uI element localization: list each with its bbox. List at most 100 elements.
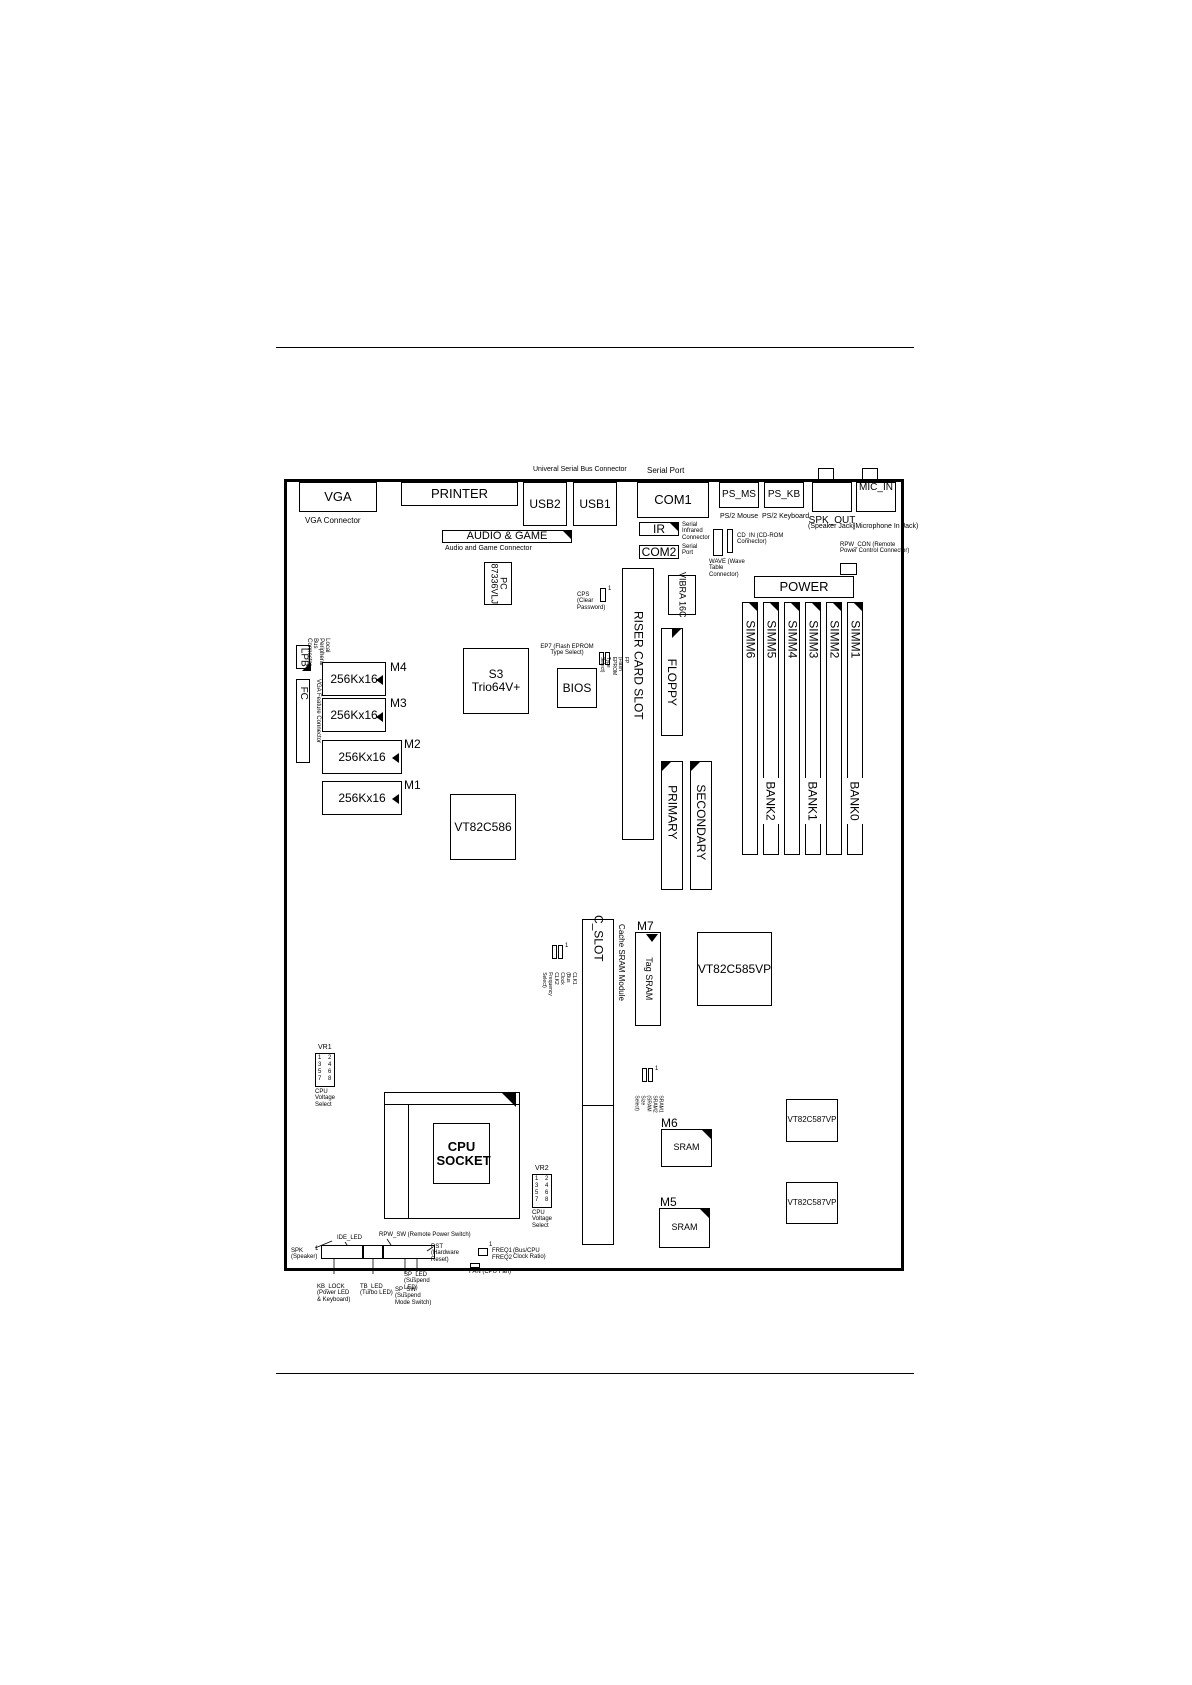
simm2-slot: SIMM2	[826, 602, 842, 855]
kb-lock-label: KB_LOCK (Power LED & Keyboard)	[317, 1284, 351, 1303]
lpb-connector: LPB	[296, 645, 310, 669]
audio-game-label: AUDIO & GAME	[466, 529, 548, 542]
microphone-jack-caption: (Microphone In Jack)	[853, 523, 919, 530]
simm1-marker	[854, 603, 863, 612]
m7-pin1-marker	[646, 934, 658, 942]
clk1-jumper	[552, 945, 557, 959]
front-panel-header-mid	[363, 1245, 383, 1259]
c-slot: C_SLOT	[582, 915, 614, 1245]
memory-chip-m2-label: 256Kx16	[338, 749, 386, 764]
vr2-pin-6: 6	[545, 1190, 549, 1196]
serial-port-label: Serial Port	[647, 466, 685, 475]
clk-pin1: 1	[565, 943, 569, 949]
front-panel-header-right	[383, 1245, 435, 1259]
c-slot-divider	[582, 1105, 614, 1107]
m4-pin1-marker	[376, 675, 383, 685]
secondary-ide-connector: SECONDARY	[690, 761, 712, 890]
primary-ide-connector: PRIMARY	[661, 761, 683, 890]
ir-connector: IR	[639, 522, 679, 536]
vibra-16c-chip: VIBRA 16C	[668, 572, 696, 618]
rpw-sw-label: RPW_SW (Remote Power Switch)	[379, 1232, 471, 1238]
simm6-marker	[749, 603, 758, 612]
vr1-pin-6: 6	[328, 1069, 332, 1075]
freq-caption: (Bus/CPU Clock Ratio)	[513, 1248, 546, 1261]
spk-out-label: SPK_OUT	[808, 514, 856, 526]
vt82c585vp-chip: VT82C585VP	[697, 932, 772, 1006]
vr1-caption: CPU Voltage Select	[315, 1089, 336, 1108]
vr1-jumper	[315, 1053, 335, 1087]
fan-caption: FAN (CPU Fan)	[469, 1269, 512, 1275]
mic-in-label: MIC_IN	[859, 482, 893, 493]
simm6-slot: SIMM6	[742, 602, 758, 855]
floppy-connector: FLOPPY	[661, 628, 683, 736]
speaker-jack-caption: (Speaker Jack)	[808, 523, 856, 530]
memory-chip-m3-label: 256Kx16	[330, 707, 378, 722]
wave-caption: WAVE (Wave Table Connector)	[709, 559, 745, 578]
cpu-pin1-marker	[502, 1093, 516, 1107]
vr1-pin-2: 2	[328, 1055, 332, 1061]
cd-in-connector	[727, 529, 733, 553]
ep7-caption: EP7 (Flash EPROM Type Select)	[540, 644, 594, 657]
memory-chip-m1-label: 256Kx16	[338, 790, 386, 805]
bank0-label: BANK0	[843, 778, 867, 824]
memory-chip-m2: 256Kx16	[322, 740, 402, 774]
ide-led-label: IDE_LED	[337, 1235, 363, 1241]
sp-led-label: SP_LED (Suspend LED)	[404, 1272, 430, 1291]
ir-caption: Serial Infrared Connector	[682, 522, 710, 541]
vga-connector: VGA	[299, 482, 377, 512]
tag-sram-chip: Tag SRAM	[635, 932, 661, 1026]
vt82c586-chip: VT82C586	[450, 794, 516, 860]
bios-label: BIOS	[562, 680, 592, 695]
usb1-label: USB1	[579, 496, 611, 511]
microphone-jack: MIC_IN	[856, 482, 896, 512]
rpw-con-connector	[840, 563, 857, 575]
vt82c586-label: VT82C586	[454, 819, 512, 834]
vr1-pin-1: 1	[318, 1055, 322, 1061]
simm2-marker	[833, 603, 842, 612]
vr1-title: VR1	[318, 1044, 332, 1051]
m1-id: M1	[404, 778, 421, 792]
vt82c587vp-upper-label: VT82C587VP	[787, 1115, 837, 1125]
ir-pin1-marker	[670, 523, 679, 532]
tb-led-label: TB_LED (Turbo LED)	[360, 1284, 393, 1297]
ir-label: IR	[653, 521, 665, 536]
usb2-label: USB2	[529, 496, 561, 511]
vt82c587vp-lower-label: VT82C587VP	[787, 1197, 837, 1207]
vr1-pin-8: 8	[328, 1076, 332, 1082]
cps-pin1: 1	[608, 586, 612, 592]
audio-game-caption: Audio and Game Connector	[445, 545, 532, 552]
vt82c585vp-label: VT82C585VP	[697, 961, 772, 976]
speaker-jack: SPK_OUT	[809, 482, 855, 525]
freq-jumper	[478, 1248, 488, 1256]
audio-game-connector: AUDIO & GAME	[442, 530, 572, 543]
vr2-pin-4: 4	[545, 1183, 549, 1189]
cpu-socket-inner-left	[408, 1104, 410, 1219]
bottom-rule	[276, 1373, 914, 1374]
fc-connector: FC	[296, 679, 310, 763]
cd-in-caption: CD_IN (CD-ROM Connector)	[737, 533, 784, 546]
ps-ms-label: PS_MS	[722, 488, 756, 500]
com2-label: COM2	[641, 544, 677, 559]
front-panel-header-left	[321, 1245, 363, 1259]
m5-id: M5	[660, 1195, 677, 1209]
memory-chip-m4: 256Kx16	[322, 662, 386, 696]
vr2-pin-1: 1	[535, 1176, 539, 1182]
vr2-pin-2: 2	[545, 1176, 549, 1182]
bios-chip: BIOS	[557, 668, 597, 708]
riser-card-slot: RISER CARD SLOT	[622, 568, 654, 840]
sram2-jumper	[648, 1068, 653, 1082]
m5-sram-label: SRAM	[671, 1222, 698, 1233]
m3-pin1-marker	[376, 712, 383, 722]
vr1-pin-7: 7	[318, 1076, 322, 1082]
ps2-keyboard-connector: PS_KB	[764, 482, 804, 508]
m6-sram-label: SRAM	[673, 1142, 700, 1153]
m5-sram-chip: SRAM	[659, 1208, 710, 1248]
m4-id: M4	[390, 660, 407, 674]
pc87336-chip: PC 87336VLJ	[484, 562, 512, 605]
m7-id: M7	[637, 919, 654, 933]
vga-label: VGA	[324, 489, 352, 505]
memory-chip-m3: 256Kx16	[322, 698, 386, 732]
cps-caption: CPS (Clear Password)	[577, 592, 606, 611]
bank2-label: BANK2	[759, 778, 783, 824]
fp-jumper	[605, 652, 610, 665]
